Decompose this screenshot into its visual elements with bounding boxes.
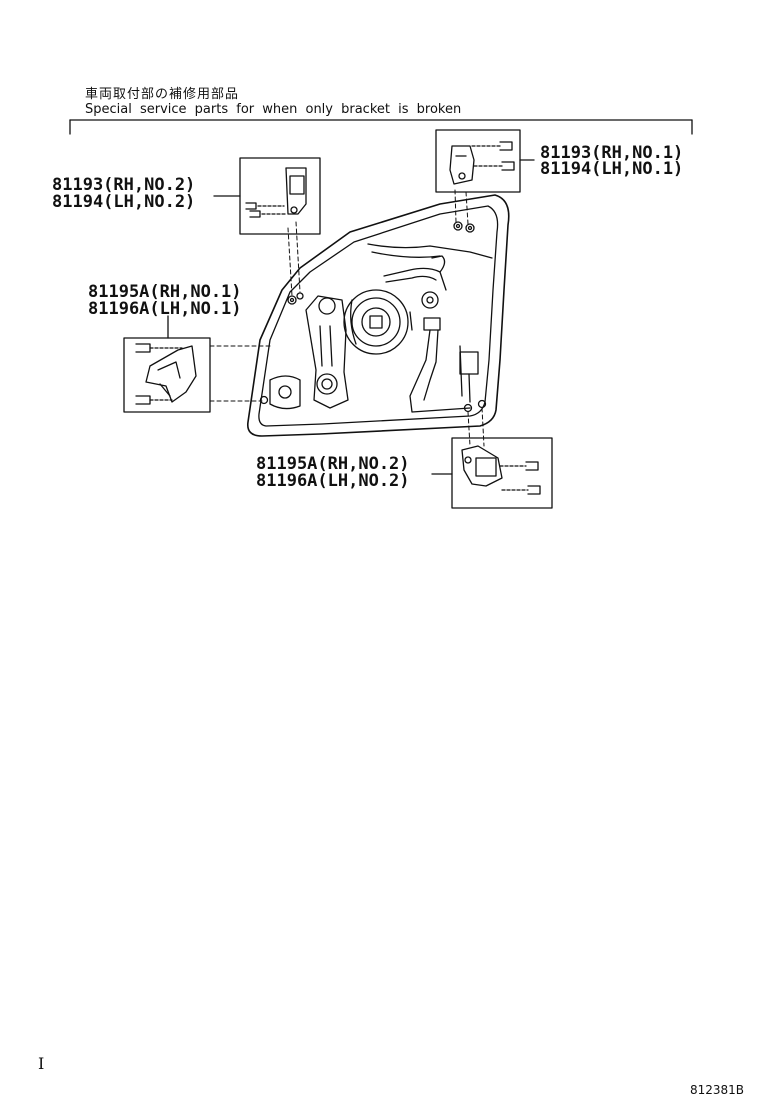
callout-no2-upper-rh: 81193(RH,NO.2) [52, 175, 196, 195]
callout-no1-lower-lh: 81196A(LH,NO.1) [88, 299, 242, 319]
box-bracket-no2-upper [213, 157, 321, 235]
header-japanese: 車両取付部の補修用部品 [85, 87, 240, 102]
callout-no1-upper-rh: 81193(RH,NO.1) [540, 143, 684, 163]
box-bracket-no1-lower [123, 315, 211, 413]
bulb-socket [343, 289, 409, 355]
callout-no1-upper-lh: 81194(LH,NO.1) [540, 159, 684, 179]
callout-no2-upper-lh: 81194(LH,NO.2) [52, 192, 196, 212]
guide-lines [209, 189, 485, 447]
box-bracket-no1-upper [435, 129, 535, 193]
actuator-lever [305, 295, 349, 409]
callout-no2-lower-rh: 81195A(RH,NO.2) [256, 454, 410, 474]
diagram-code: 812381B [690, 1083, 745, 1097]
lower-left-cutout [269, 375, 301, 410]
right-adjuster [459, 351, 479, 403]
callout-no1-lower-rh: 81195A(RH,NO.1) [88, 282, 242, 302]
housing-mount-holes [259, 221, 487, 413]
lamp-housing [246, 194, 510, 437]
corner-mark: I [38, 1054, 45, 1073]
callout-no2-lower-lh: 81196A(LH,NO.2) [256, 471, 410, 491]
wire-harness [383, 255, 471, 413]
box-bracket-no2-lower [431, 437, 553, 509]
header-english: Special service parts for when only brac… [85, 102, 462, 117]
header-bracket-line [69, 119, 693, 135]
